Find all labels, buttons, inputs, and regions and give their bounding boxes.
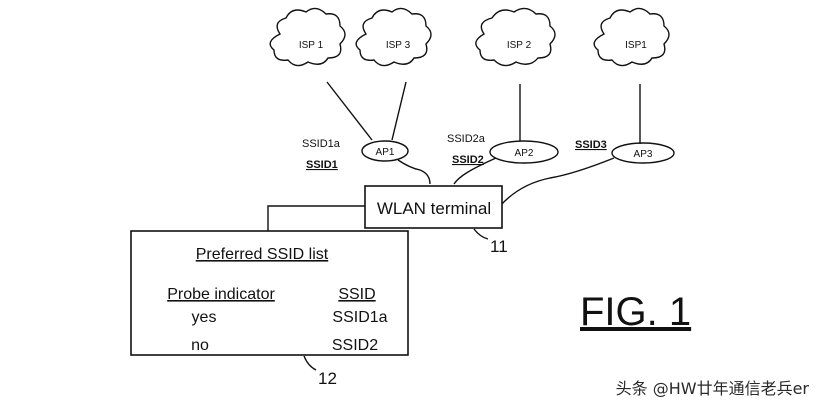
ref-11-label: 11 bbox=[490, 237, 508, 256]
isp-3-label: ISP 3 bbox=[386, 40, 411, 51]
ap3-label: AP3 bbox=[634, 149, 653, 160]
isp-1-label: ISP 1 bbox=[299, 40, 324, 51]
row-1-probe: yes bbox=[192, 309, 217, 326]
wireless-link-ap2 bbox=[453, 157, 497, 185]
ssid2-label: SSID2 bbox=[452, 154, 484, 166]
ref-12-leader bbox=[303, 355, 317, 371]
isp-3-cloud: ISP 3 bbox=[355, 7, 432, 67]
wireless-link-ap3 bbox=[499, 157, 615, 207]
row-2-ssid: SSID2 bbox=[332, 337, 378, 354]
ap2-node: AP2 bbox=[489, 140, 559, 164]
isp-1-cloud: ISP 1 bbox=[269, 7, 346, 67]
ap2-label: AP2 bbox=[515, 148, 534, 159]
ref-12-label: 12 bbox=[318, 369, 337, 388]
ap3-node: AP3 bbox=[611, 142, 675, 164]
probe-indicator-header: Probe indicator bbox=[167, 286, 275, 303]
ssid1a-label: SSID1a bbox=[302, 138, 341, 150]
isp-2-cloud: ISP 2 bbox=[475, 7, 556, 67]
wlan-terminal-label: WLAN terminal bbox=[377, 199, 491, 218]
ssid-column-header: SSID bbox=[338, 286, 375, 303]
ap1-label: AP1 bbox=[376, 147, 395, 158]
wireless-link-ap1 bbox=[397, 159, 431, 185]
link-isp3-ap1 bbox=[391, 81, 407, 141]
ssid2a-label: SSID2a bbox=[447, 133, 486, 145]
terminal-to-list-connector bbox=[267, 205, 365, 232]
row-2-probe: no bbox=[191, 337, 209, 354]
wlan-terminal-box: WLAN terminal bbox=[364, 185, 503, 229]
ssid3-label: SSID3 bbox=[575, 139, 607, 151]
link-isp1-ap1 bbox=[326, 81, 373, 141]
figure-label: FIG. 1 bbox=[580, 290, 691, 334]
row-1-ssid: SSID1a bbox=[332, 309, 387, 326]
isp1-right-label: ISP1 bbox=[625, 40, 647, 51]
ap1-node: AP1 bbox=[361, 140, 409, 162]
ref-11-leader bbox=[473, 228, 489, 240]
ssid1-label: SSID1 bbox=[306, 159, 338, 171]
isp1-right-cloud: ISP1 bbox=[593, 7, 670, 67]
preferred-ssid-list-box: Preferred SSID list Probe indicator SSID… bbox=[130, 230, 409, 356]
watermark-text: 头条 @HW廿年通信老兵er bbox=[616, 379, 810, 398]
isp-2-label: ISP 2 bbox=[507, 40, 532, 51]
ssid-list-title: Preferred SSID list bbox=[196, 246, 329, 263]
